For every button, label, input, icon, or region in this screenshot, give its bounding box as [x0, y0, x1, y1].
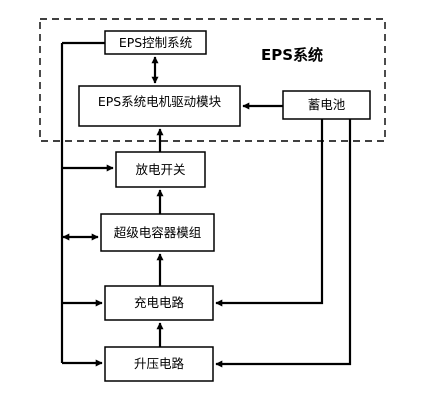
eps-system-boundary — [39, 18, 386, 142]
eps-motor-label: EPS系统电机驱动模块 — [98, 94, 222, 109]
supercapacitor-box — [100, 213, 215, 252]
discharge-switch-box — [115, 151, 206, 188]
battery-label: 蓄电池 — [308, 97, 346, 112]
supercapacitor-label: 超级电容器模组 — [114, 225, 202, 240]
charge-circuit-label: 充电电路 — [134, 295, 185, 310]
battery-to-charge-line — [215, 119, 324, 307]
eps-control-label: EPS控制系统 — [119, 35, 192, 50]
boost-circuit-box — [104, 346, 214, 382]
boost-circuit-label: 升压电路 — [134, 356, 185, 371]
eps-motor-box — [78, 85, 241, 127]
battery-to-boost-line — [215, 119, 352, 368]
discharge-switch-label: 放电开关 — [135, 162, 185, 177]
eps-system-label: EPS系统 — [261, 46, 323, 64]
